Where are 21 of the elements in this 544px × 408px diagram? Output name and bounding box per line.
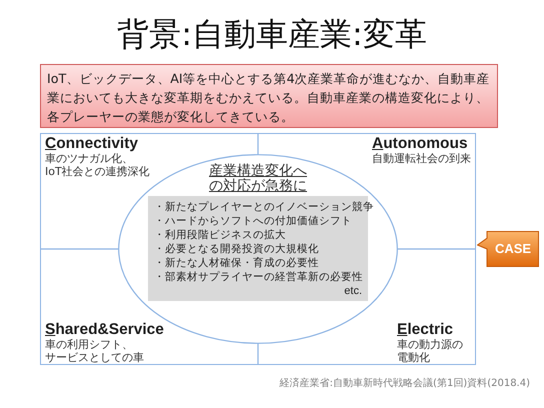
source-caption: 経済産業省:自動車新時代戦略会議(第1回)資料(2018.4) [280,377,530,390]
quadrant-heading: Autonomous [372,135,468,153]
quadrant-heading: Connectivity [45,135,138,153]
slide-title: 背景:自動車産業:変革 [116,14,428,54]
etc-note: etc. [344,284,362,298]
quadrant-heading: Shared&Service [45,321,164,339]
list-item: ・部素材サプライヤーの経営革新の必要性 [154,270,363,284]
list-item: ・利用段階ビジネスの拡大 [154,228,286,242]
list-item: ・新たな人材確保・育成の必要性 [154,256,319,270]
quadrant-description: 自動運転社会の到来 [372,153,471,166]
list-item: ・新たなプレイヤーとのイノベーション競争 [154,200,374,214]
quadrant-description: 車の動力源の電動化 [397,339,464,364]
quadrant-description: 車の利用シフト、サービスとしての車 [45,339,145,364]
quadrant-frame [40,133,476,365]
callout-box: CASE [477,231,539,267]
oval-heading: 産業構造変化への対応が急務に [208,164,308,194]
list-item: ・必要となる開発投資の大規模化 [154,242,319,256]
summary-box: IoT、ビックデータ、AI等を中心とする第4次産業革命が進むなか、自動車産業においても大きな変革期をむかえている。自動車産業の構造変化により、各プレーヤーの業態が変化してきている。 [40,64,498,128]
quadrant-heading: Electric [397,321,454,339]
list-item: ・ハードからソフトへの付加価値シフト [154,214,352,228]
quadrant-description: 車のツナガル化、IoT社会との連携深化 [45,153,151,178]
